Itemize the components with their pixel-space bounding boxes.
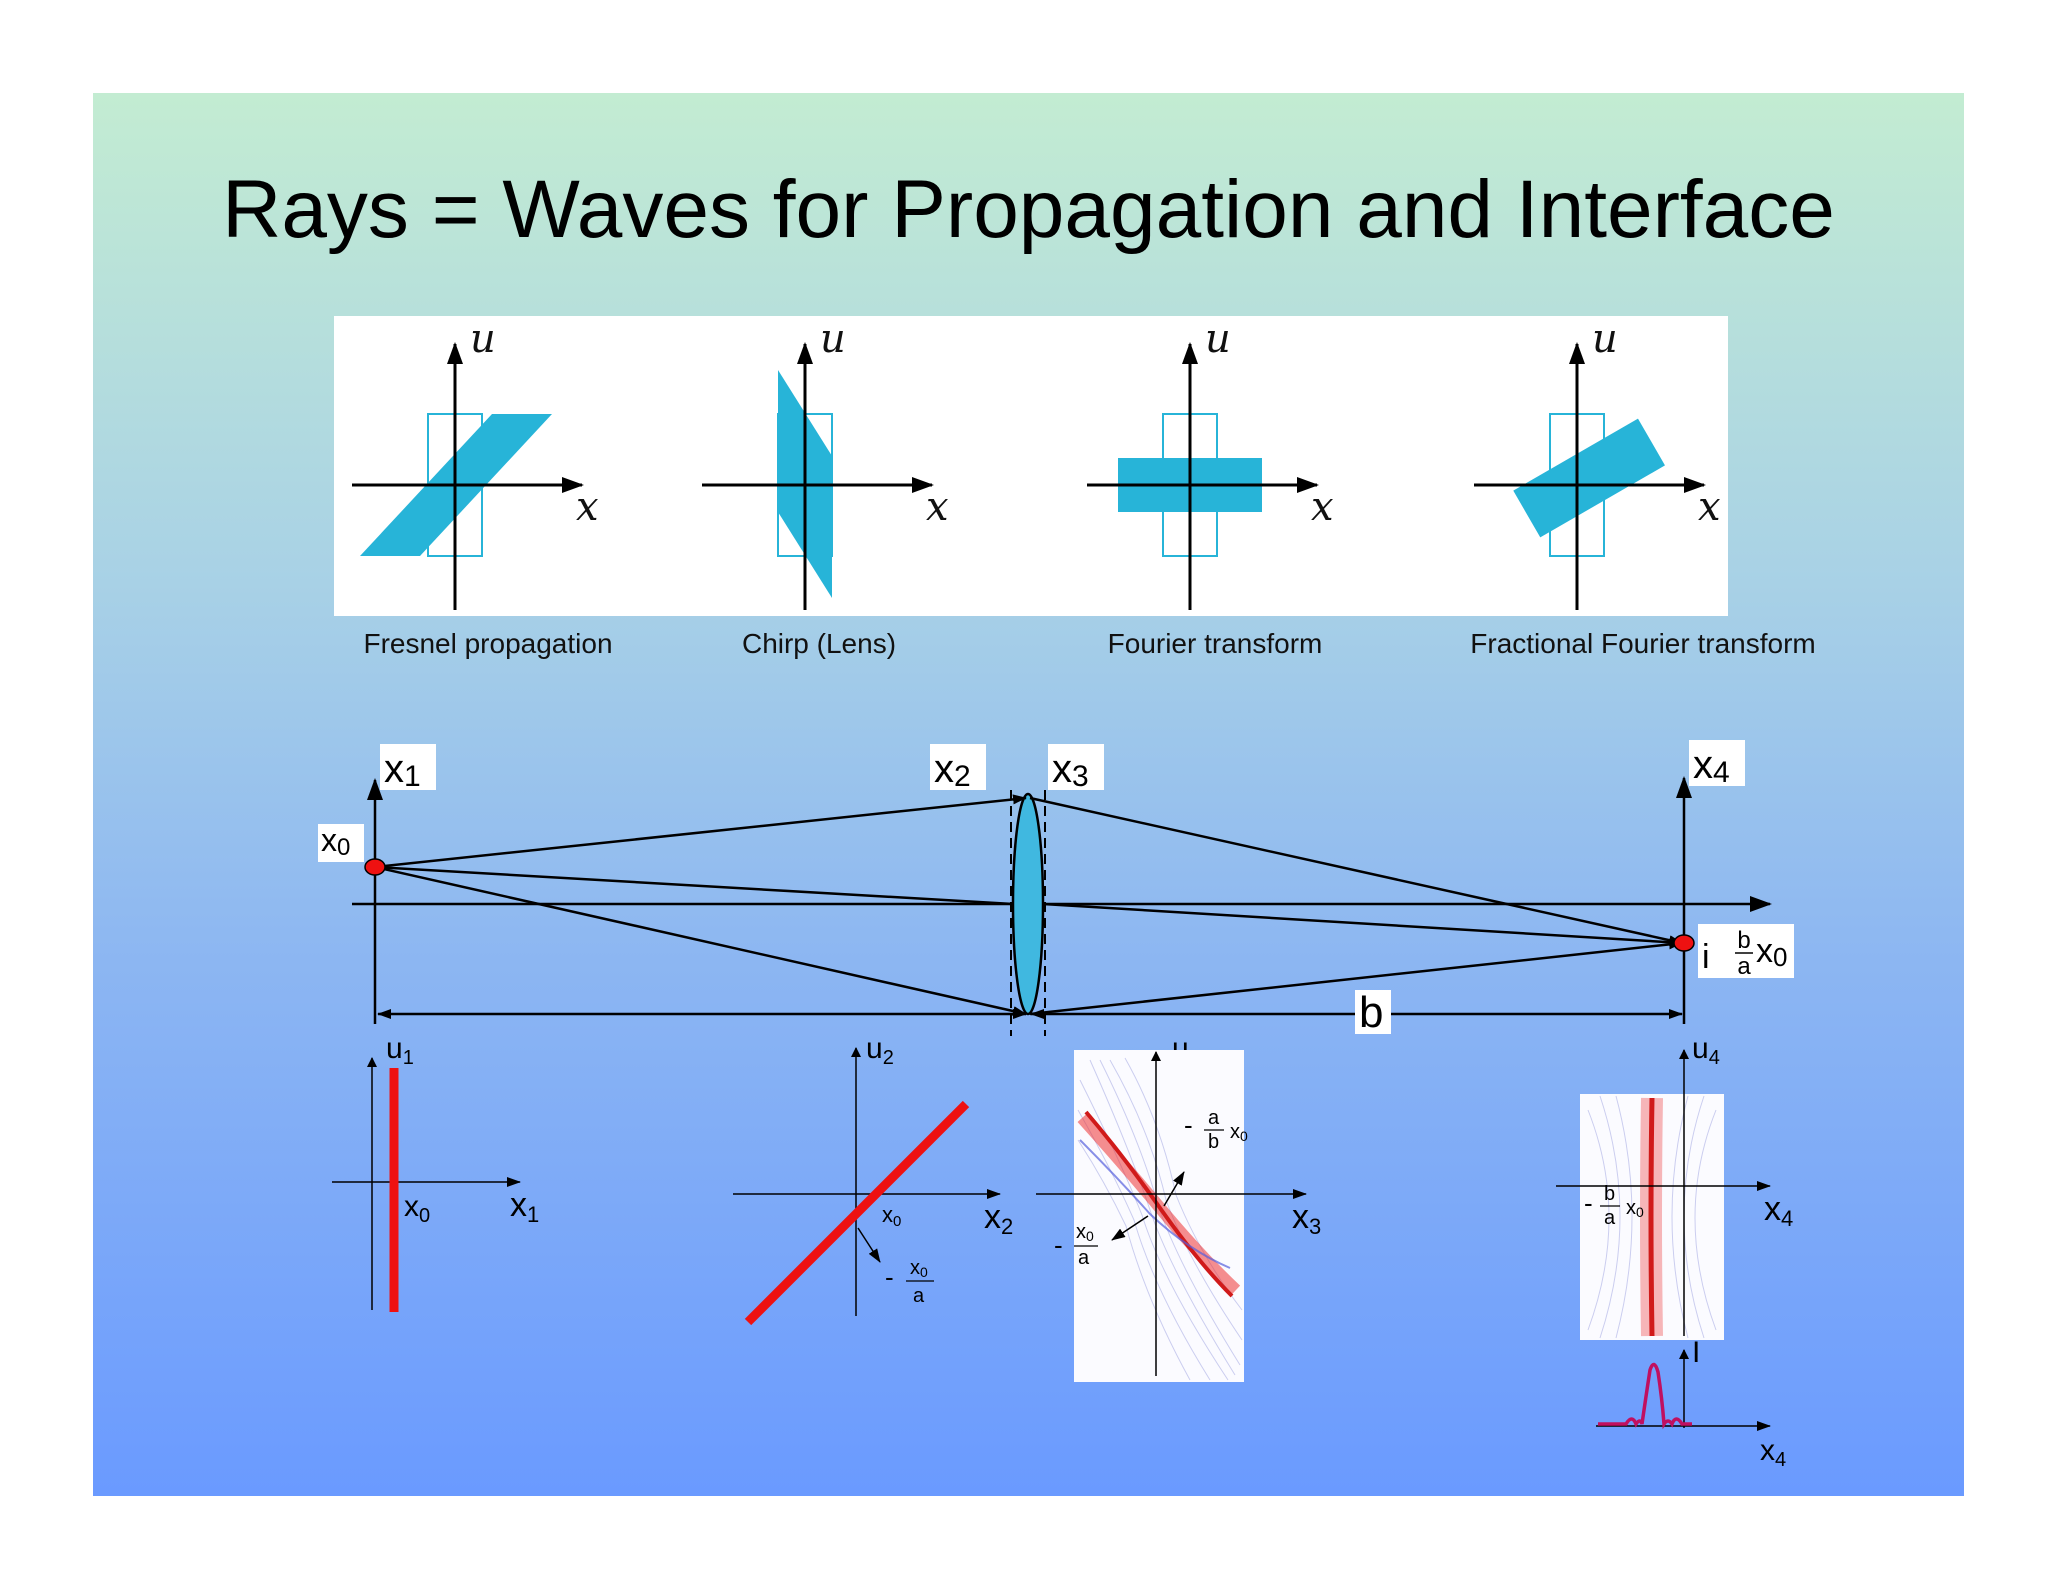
image-frac-den: a xyxy=(1737,953,1751,980)
plot2-frac-num: x0 xyxy=(910,1257,928,1280)
source-label: x0 xyxy=(321,822,350,861)
plot4-minus: - xyxy=(1584,1188,1593,1218)
panel-fractional-fourier: u x xyxy=(1474,316,1721,610)
plot2-minus: - xyxy=(885,1262,894,1292)
image-frac-num: b xyxy=(1737,927,1750,954)
plot2-x-label: x2 xyxy=(984,1198,1013,1239)
plot3-lower-frac-den: a xyxy=(1078,1247,1090,1269)
ray-lower-in xyxy=(374,865,1027,1017)
source-label-box xyxy=(318,824,364,862)
caption-fresnel: Fresnel propagation xyxy=(363,628,612,659)
x-axis-label: x xyxy=(926,484,949,530)
plane-x1-label: x1 xyxy=(384,747,421,793)
plot3-upper-x0: x0 xyxy=(1230,1121,1248,1144)
image-label-x: x0 xyxy=(1756,932,1787,972)
plot3-x-label: x3 xyxy=(1292,1198,1321,1239)
distance-b-label-box xyxy=(1355,990,1391,1034)
phase-space-background xyxy=(334,316,1728,616)
plot4-ridge xyxy=(1648,1097,1655,1337)
plot2-distribution xyxy=(744,1100,970,1326)
distance-b-label: b xyxy=(1359,988,1383,1037)
u4-label: u4 xyxy=(1692,1032,1720,1069)
u-axis-label: u xyxy=(820,316,846,362)
plot4-x0: x0 xyxy=(1626,1197,1644,1220)
plane-x3-label: x3 xyxy=(1052,747,1089,793)
caption-chirp: Chirp (Lens) xyxy=(742,628,896,659)
intensity-curve xyxy=(1598,1362,1692,1430)
ray-center-out xyxy=(1042,902,1683,945)
plane-x4-label-box xyxy=(1689,740,1745,786)
image-label-box xyxy=(1698,924,1794,978)
plot2-frac-den: a xyxy=(913,1285,925,1307)
plot3-ridge xyxy=(1084,1110,1234,1298)
x-axis-label: x xyxy=(1698,484,1721,530)
intensity-plot: I x4 xyxy=(1596,1336,1786,1471)
source-point xyxy=(364,858,386,876)
plot2-pointer xyxy=(857,1227,881,1263)
plane-x2-label: x2 xyxy=(934,747,971,793)
u1-label: u1 xyxy=(386,1032,414,1069)
plot3-lower-frac-num: x0 xyxy=(1076,1221,1094,1244)
ray-center-in xyxy=(374,865,1014,906)
u-axis-label: u xyxy=(1205,316,1231,362)
plot3-upper-frac-num: a xyxy=(1208,1107,1220,1129)
u-axis-label: u xyxy=(1592,316,1618,362)
plot1-x-label: x1 xyxy=(510,1186,539,1227)
panel-fresnel: u x xyxy=(352,316,599,610)
intensity-x-label: x4 xyxy=(1760,1434,1786,1471)
plane-x4-label: x4 xyxy=(1693,743,1730,789)
slide-title: Rays = Waves for Propagation and Interfa… xyxy=(222,164,1835,255)
plot3-pointer-lower xyxy=(1111,1215,1149,1241)
x-axis-label: x xyxy=(576,484,599,530)
plot4-frac-den: a xyxy=(1604,1207,1616,1229)
lower-plots: u1 u2 u3 u4 x0 x1 x0 - x0 a x2 xyxy=(332,1032,1793,1471)
plot3-lower-minus: - xyxy=(1054,1230,1063,1260)
plot4-frac-num: b xyxy=(1604,1183,1615,1205)
plot3-fringes xyxy=(1077,1057,1243,1381)
image-point xyxy=(1673,934,1695,952)
ray-upper-out xyxy=(1029,796,1683,946)
lens xyxy=(1011,792,1045,1016)
rotated-region xyxy=(1513,418,1665,538)
x-axis-label: x xyxy=(1311,484,1334,530)
panel-fourier: u x xyxy=(1087,316,1334,610)
phase-space-panel: u x u x u x u x xyxy=(334,316,1816,659)
plot3-pointer-upper xyxy=(1163,1171,1185,1207)
caption-fractional-fourier: Fractional Fourier transform xyxy=(1470,628,1815,659)
plane-x2-label-box xyxy=(930,744,986,790)
plot2-x0-label: x0 xyxy=(882,1202,901,1230)
plot3-upper-frac-den: b xyxy=(1208,1131,1219,1153)
u-axis-label: u xyxy=(470,316,496,362)
intensity-label: I xyxy=(1692,1336,1700,1369)
plot3-upper-minus: - xyxy=(1184,1110,1193,1140)
plot3-side-lobe xyxy=(1079,1139,1231,1269)
panel-chirp: u x xyxy=(702,316,949,610)
optical-system: x1 x2 x3 x4 x0 i b a x0 xyxy=(318,740,1794,1037)
plane-x1-label-box xyxy=(380,744,436,790)
caption-fourier: Fourier transform xyxy=(1108,628,1323,659)
ray-lower-out xyxy=(1029,939,1683,1016)
plot1-x0-label: x0 xyxy=(404,1190,430,1227)
plot4-x-label: x4 xyxy=(1764,1190,1793,1231)
plot-3: - a b x0 - x0 a x3 xyxy=(1036,1050,1321,1382)
image-label-prefix: i xyxy=(1702,938,1710,976)
plane-x3-label-box xyxy=(1048,744,1104,790)
plot-4: - b a x0 x4 xyxy=(1556,1049,1793,1340)
rays xyxy=(374,794,1683,1017)
u2-label: u2 xyxy=(866,1032,894,1069)
ray-upper-in xyxy=(374,794,1027,869)
plot-2: x0 - x0 a x2 xyxy=(733,1047,1013,1326)
plot-1: x0 x1 xyxy=(332,1057,539,1312)
